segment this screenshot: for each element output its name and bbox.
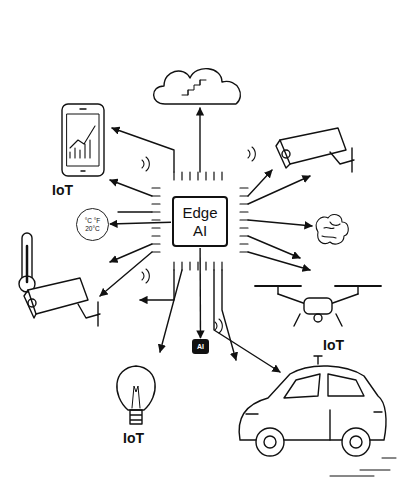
brain-icon bbox=[322, 222, 340, 238]
signal-arrows bbox=[248, 220, 312, 226]
security-camera-icon bbox=[276, 140, 290, 168]
signal-arrows bbox=[112, 128, 174, 172]
signal-arrows bbox=[222, 270, 236, 360]
signal-arrows bbox=[100, 108, 312, 372]
signal-arrow bbox=[110, 222, 171, 224]
security-camera-icon bbox=[28, 299, 36, 307]
self-driving-car-icon bbox=[239, 356, 396, 476]
node-text: AI bbox=[197, 343, 204, 350]
node-text: Edge AI bbox=[182, 204, 218, 239]
wifi-symbols bbox=[142, 157, 149, 171]
self-driving-car-icon bbox=[350, 436, 362, 448]
smartphone-icon bbox=[62, 104, 104, 176]
light-bulb-icon bbox=[132, 386, 140, 408]
drone-icon bbox=[294, 314, 342, 326]
security-camera-icon bbox=[276, 128, 354, 172]
cloud-icon bbox=[154, 69, 241, 104]
drone-icon bbox=[314, 314, 322, 322]
wifi-symbols bbox=[248, 147, 255, 161]
wifi-symbols bbox=[142, 269, 149, 283]
temperature-badge: °C °F20°C bbox=[76, 208, 109, 241]
self-driving-car-icon bbox=[314, 356, 322, 364]
signal-arrows bbox=[199, 108, 200, 172]
device-label: IoT bbox=[123, 430, 144, 446]
node-text: 20°C bbox=[85, 225, 100, 232]
security-camera-icon bbox=[330, 148, 354, 172]
signal-arrows bbox=[118, 211, 152, 212]
self-driving-car-icon bbox=[264, 436, 276, 448]
smartphone-icon bbox=[62, 104, 104, 176]
device-label: IoT bbox=[52, 182, 73, 198]
wifi-symbols bbox=[142, 147, 255, 333]
security-camera-icon bbox=[28, 278, 88, 314]
signal-arrows bbox=[110, 244, 152, 262]
cloud-icon bbox=[182, 80, 206, 95]
brain-icon bbox=[316, 215, 348, 244]
signal-arrows bbox=[140, 270, 174, 300]
light-bulb-icon bbox=[117, 366, 155, 410]
light-bulb-icon bbox=[117, 366, 155, 424]
signal-arrows bbox=[248, 252, 310, 270]
signal-arrows bbox=[248, 176, 310, 204]
security-camera-icon bbox=[282, 150, 290, 158]
security-camera-icon bbox=[78, 302, 100, 326]
signal-arrows bbox=[248, 170, 272, 196]
self-driving-car-icon bbox=[239, 366, 386, 440]
wifi-symbols bbox=[215, 319, 222, 333]
smartphone-icon bbox=[70, 126, 95, 158]
node-text: °C °F bbox=[85, 217, 101, 224]
signal-arrows bbox=[100, 252, 152, 296]
self-driving-car-icon bbox=[246, 410, 382, 440]
signal-arrow bbox=[199, 248, 201, 338]
drone-icon bbox=[304, 298, 332, 314]
drone-icon bbox=[255, 285, 381, 287]
thermometer-icon bbox=[26, 246, 29, 282]
signal-arrows bbox=[110, 180, 152, 196]
device-label: IoT bbox=[323, 337, 344, 353]
drone-icon bbox=[255, 286, 381, 326]
smartphone-icon bbox=[67, 114, 99, 166]
security-camera-icon bbox=[24, 278, 100, 326]
processor-chip: Edge AI bbox=[172, 196, 228, 247]
smartphone-icon bbox=[80, 109, 86, 171]
security-camera-icon bbox=[24, 290, 36, 318]
light-bulb-icon bbox=[130, 410, 142, 424]
cloud-icon bbox=[154, 69, 241, 104]
drone-icon bbox=[278, 286, 358, 294]
signal-arrows bbox=[160, 270, 182, 352]
self-driving-car-icon bbox=[256, 428, 284, 456]
ai-chip-icon: AI bbox=[192, 339, 209, 354]
thermometer-icon bbox=[19, 233, 35, 292]
self-driving-car-icon bbox=[330, 458, 396, 476]
self-driving-car-icon bbox=[342, 428, 370, 456]
brain-icon bbox=[316, 215, 348, 244]
self-driving-car-icon bbox=[284, 374, 364, 398]
